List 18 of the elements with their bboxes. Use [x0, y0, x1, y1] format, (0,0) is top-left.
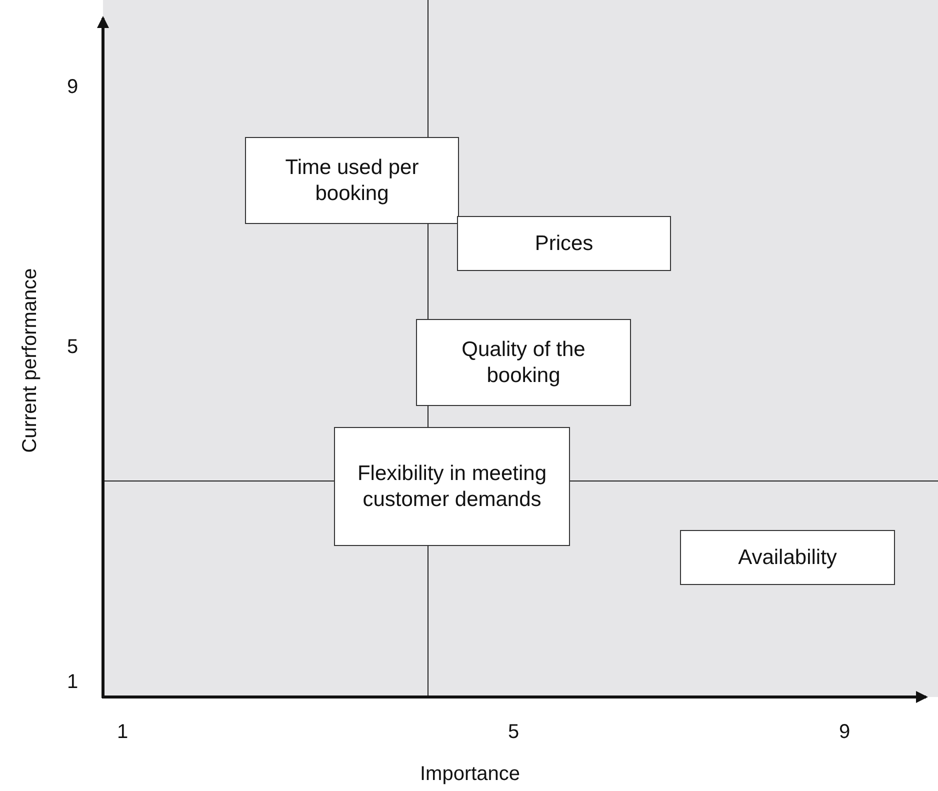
x-tick-label: 5: [508, 721, 520, 744]
y-axis-title: Current performance: [18, 268, 42, 452]
x-axis-title: Importance: [420, 763, 520, 786]
factor-label: Availability: [737, 544, 838, 570]
factor-box: [680, 530, 895, 585]
factor-box: [334, 427, 570, 546]
x-tick-label: 1: [117, 721, 128, 744]
x-tick-label: 9: [839, 721, 850, 744]
factor-label: Flexibility in meeting customer demands: [356, 460, 548, 512]
factor-box: [245, 137, 459, 224]
factor-label: Quality of the booking: [460, 336, 586, 388]
factor-label: Time used per booking: [284, 154, 420, 206]
factor-box: [416, 319, 631, 406]
factor-label: Prices: [534, 230, 594, 256]
y-tick-label: 5: [67, 336, 78, 359]
y-tick-label: 1: [67, 671, 78, 694]
factor-box: [457, 216, 671, 271]
y-tick-label: 9: [67, 76, 78, 99]
